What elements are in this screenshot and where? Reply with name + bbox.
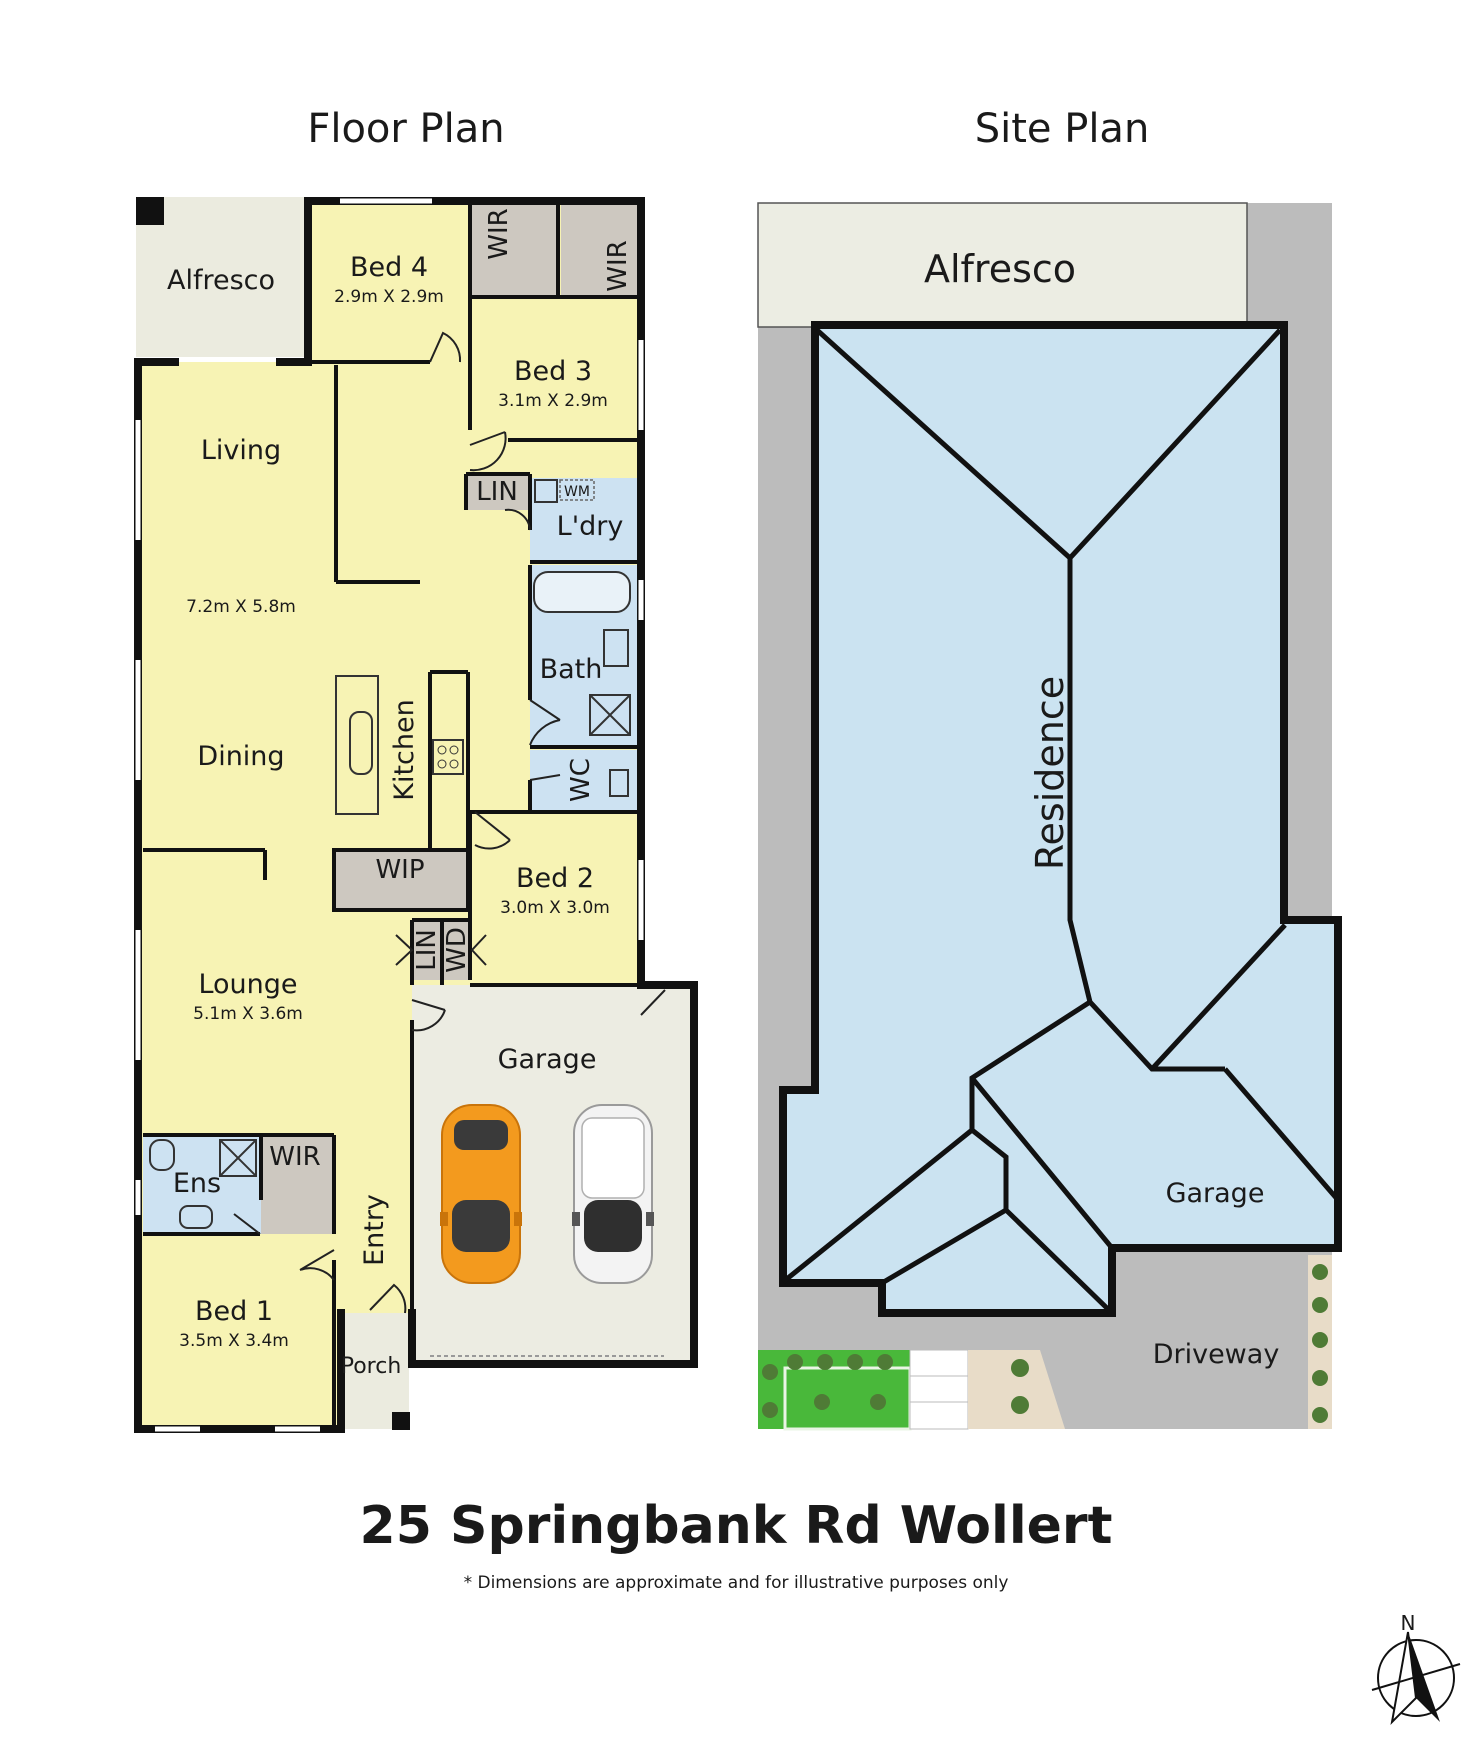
ensuite-floor (143, 1135, 261, 1234)
windows (135, 198, 644, 1432)
wip-label: WIP (375, 855, 424, 885)
wir-bed4-label: WIR (484, 208, 514, 259)
white-car-icon (572, 1104, 654, 1284)
wc-floor (530, 750, 637, 812)
kitchen-island (335, 675, 379, 815)
disclaimer-text: * Dimensions are approximate and for ill… (464, 1573, 1009, 1593)
linen-top-label: LIN (476, 477, 518, 507)
internal-walls (143, 205, 641, 1425)
ensuite-basin-icon (179, 1205, 213, 1229)
washing-machine-space (559, 479, 595, 501)
shower-icon (589, 694, 631, 736)
alfresco-label: Alfresco (167, 265, 275, 296)
floor-plan: Alfresco Bed 4 2.9m X 2.9m WIR WIR Bed 3… (134, 197, 698, 1433)
door-swings (233, 331, 666, 1314)
site-alfresco-label: Alfresco (924, 247, 1076, 291)
residence-label: Residence (1028, 676, 1072, 870)
living-dims: 7.2m X 5.8m (186, 597, 296, 617)
bed1-dims: 3.5m X 3.4m (179, 1331, 289, 1351)
entry-label: Entry (359, 1194, 390, 1266)
laundry-label: L'dry (557, 511, 624, 542)
site-plan: Alfresco Residence Garage Driveway (757, 202, 1342, 1431)
property-address: 25 Springbank Rd Wollert (360, 1496, 1113, 1556)
bed2-dims: 3.0m X 3.0m (500, 898, 610, 918)
sink-icon (349, 711, 373, 775)
shrubs (762, 1264, 1328, 1423)
ensuite-shower-icon (219, 1139, 257, 1177)
compass-north-label: N (1401, 1611, 1416, 1635)
bathtub-icon (533, 571, 631, 613)
driveway-label: Driveway (1153, 1339, 1280, 1370)
bed1-label: Bed 1 (195, 1296, 273, 1327)
wd-label: WD (442, 927, 472, 973)
bed4-label: Bed 4 (350, 252, 428, 283)
bed4-dims: 2.9m X 2.9m (334, 287, 444, 307)
site-plan-heading: Site Plan (975, 106, 1150, 152)
vanity-basin-icon (603, 629, 629, 667)
post-marker (136, 197, 164, 225)
wir-bed3-floor (561, 205, 637, 297)
north-compass-icon: N (1371, 1611, 1461, 1725)
laundry-floor (530, 478, 637, 562)
porch-post (392, 1412, 410, 1430)
toilet-icon (609, 769, 629, 797)
laundry-tub-icon (534, 479, 558, 503)
lounge-label: Lounge (198, 969, 297, 1000)
garage-label: Garage (498, 1044, 597, 1075)
site-garage-label: Garage (1166, 1178, 1265, 1209)
wir-bed1-label: WIR (269, 1142, 320, 1172)
porch-label: Porch (341, 1354, 402, 1379)
orange-car-icon (440, 1104, 522, 1284)
fixtures (149, 479, 664, 1357)
kitchen-label: Kitchen (389, 699, 420, 800)
wir-bed1-floor (261, 1135, 334, 1234)
lounge-dims: 5.1m X 3.6m (193, 1004, 303, 1024)
ensuite-toilet-icon (149, 1139, 175, 1171)
wip-floor (334, 850, 468, 910)
bed3-label: Bed 3 (514, 356, 592, 387)
wm-label: WM (564, 484, 590, 500)
ensuite-label: Ens (173, 1168, 221, 1199)
linen-bottom-label: LIN (412, 929, 442, 971)
wir-bed4-floor (470, 205, 558, 297)
bed3-dims: 3.1m X 2.9m (498, 391, 608, 411)
wir-bed3-label: WIR (603, 240, 633, 291)
living-label: Living (201, 435, 281, 466)
roof-ridges (781, 327, 1340, 1315)
wc-label: WC (566, 758, 596, 802)
footpath (909, 1349, 969, 1430)
dining-label: Dining (197, 741, 284, 772)
cooktop-icon (432, 739, 464, 775)
bath-label: Bath (540, 654, 603, 685)
garden-bed (968, 1350, 1065, 1429)
floor-plan-heading: Floor Plan (307, 106, 504, 152)
bed2-label: Bed 2 (516, 863, 594, 894)
linen-top-floor (468, 474, 528, 510)
porch-area (341, 1313, 409, 1429)
